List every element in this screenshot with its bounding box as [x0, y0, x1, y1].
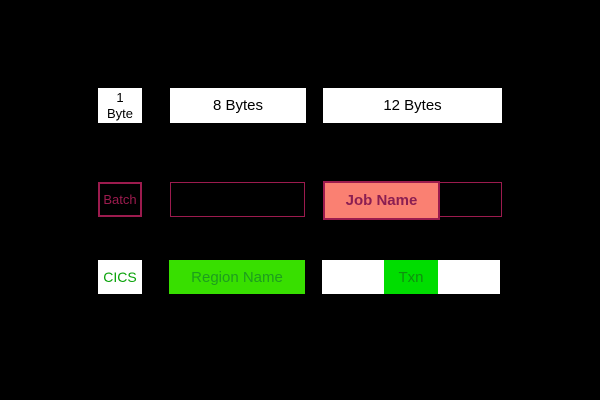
job-name-label: Job Name	[345, 192, 418, 209]
region-name-box: Region Name	[169, 260, 305, 294]
cics-12byte-box: Txn	[322, 260, 500, 294]
batch-empty-8byte-box	[170, 182, 305, 217]
batch-row-label: Batch	[98, 182, 142, 217]
bytes8-header-box: 8 Bytes	[170, 88, 306, 123]
batch-label-text: Batch	[103, 192, 137, 207]
cics-label-text: CICS	[103, 269, 137, 285]
byte1-header-box: 1 Byte	[98, 88, 142, 123]
bytes8-header-label: 8 Bytes	[212, 97, 264, 114]
job-name-box: Job Name	[323, 181, 440, 220]
txn-box: Txn	[384, 260, 438, 294]
bytes12-header-box: 12 Bytes	[323, 88, 502, 123]
txn-label: Txn	[398, 268, 424, 286]
cics-row-label: CICS	[98, 260, 142, 294]
batch-12byte-box: Job Name	[323, 181, 502, 220]
region-name-label: Region Name	[191, 268, 283, 286]
byte1-header-line2: Byte	[106, 105, 133, 121]
bytes12-header-label: 12 Bytes	[383, 97, 442, 114]
byte1-header-line1: 1	[116, 89, 124, 105]
